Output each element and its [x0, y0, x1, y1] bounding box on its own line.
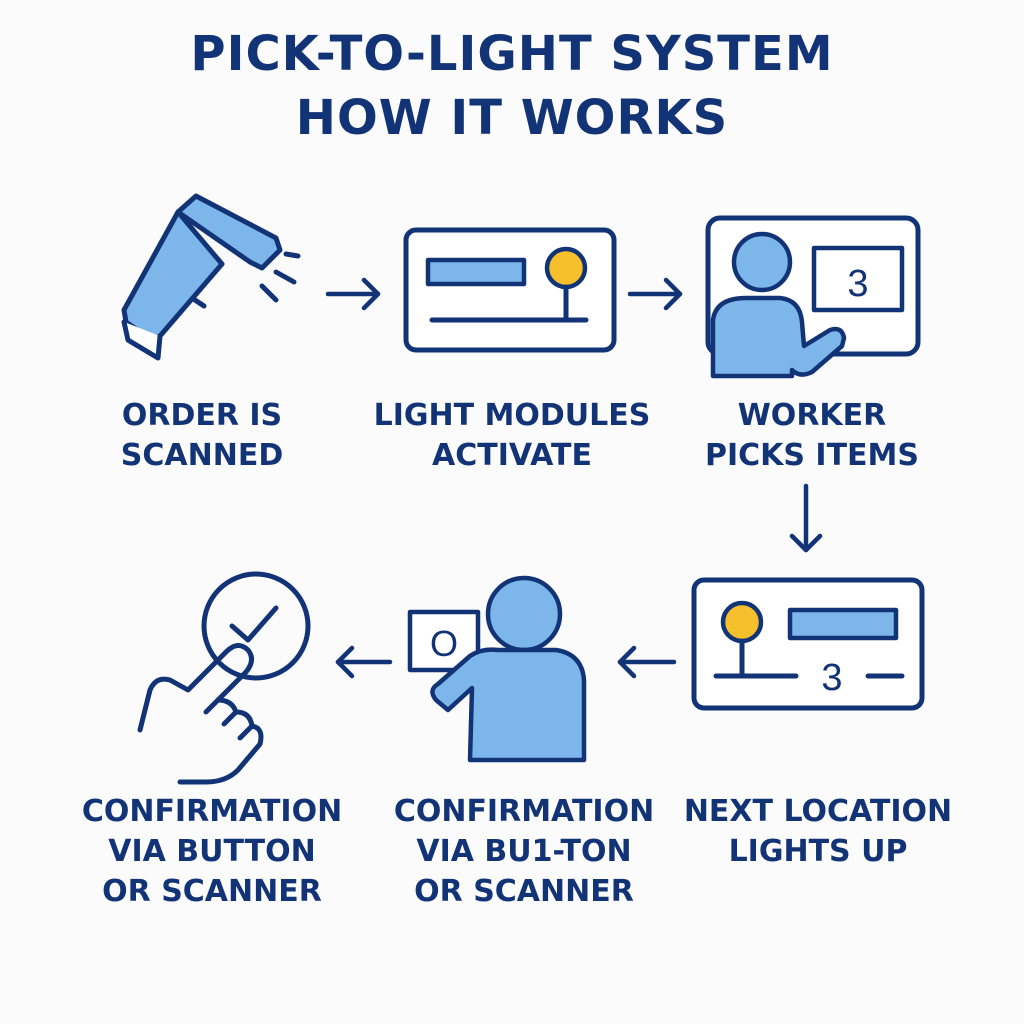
barcode-scanner-icon — [121, 193, 301, 361]
arrow-down-icon — [789, 483, 823, 553]
worker-display-icon — [705, 215, 921, 379]
arrow-left-icon — [335, 645, 393, 679]
arrow-right-icon — [627, 277, 683, 311]
display-number: 3 — [847, 263, 868, 305]
arrow-left-icon — [617, 645, 677, 679]
finger-check-icon — [137, 571, 311, 785]
title-line-2: HOW IT WORKS — [295, 90, 729, 146]
display-number: 3 — [821, 657, 842, 699]
display-number: O — [430, 623, 458, 664]
title-line-1: PICK-TO-LIGHT SYSTEM — [190, 26, 834, 82]
next-light-module-icon — [691, 577, 925, 711]
light-module-icon — [403, 227, 617, 353]
worker-button-icon — [407, 575, 587, 763]
arrow-right-icon — [325, 277, 381, 311]
